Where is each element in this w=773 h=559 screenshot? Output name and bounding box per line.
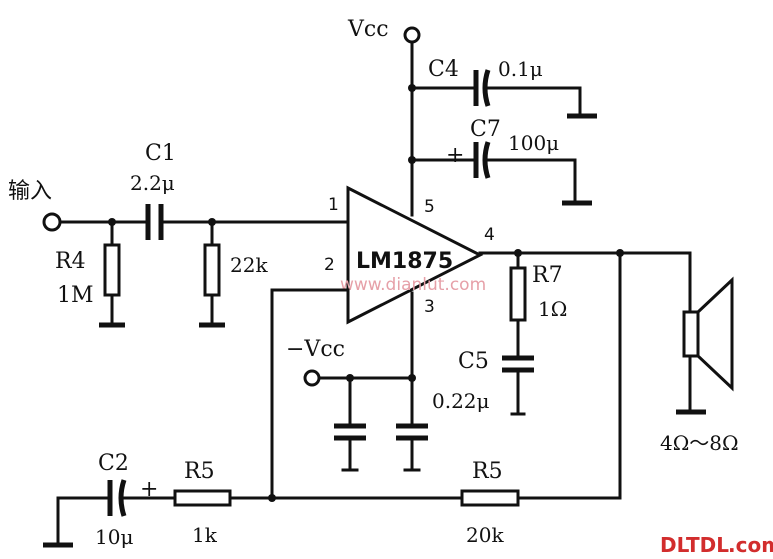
c7-value: 100μ [508,131,559,155]
c1-value: 2.2μ [130,171,175,195]
input-label: 输入 [8,179,52,204]
c7-capacitor [410,141,592,206]
r4-value: 1M [57,283,94,308]
pin-3-label: 3 [424,297,435,317]
c5-value: 0.22μ [432,389,490,413]
neg-vcc-terminal [303,369,321,387]
c5-ref: C5 [458,349,489,374]
c5-capacitor [502,355,534,416]
lm1875-amplifier [346,185,484,325]
r4-resistor [99,220,125,328]
c1-capacitor [145,204,350,240]
neg-bypass-cap-1 [334,376,366,472]
r4-ref: R4 [55,249,86,274]
r22k-resistor [199,220,225,328]
pin-1-label: 1 [328,195,339,215]
speaker-impedance: 4Ω～8Ω [660,431,739,455]
input-terminal [42,212,62,232]
c7-plus: + [446,143,464,168]
brand-main: DLTDL [660,533,729,557]
r7-ref: R7 [532,263,563,288]
neg-vcc-label: −Vcc [286,337,345,362]
r5-20k-resistor [270,251,622,507]
pin-4-label: 4 [484,225,495,245]
r5-1k-resistor [173,489,274,507]
c2-plus: + [140,477,158,502]
pin-2-label: 2 [324,255,335,275]
r5a-value: 1k [192,523,218,547]
watermark: www.dianlut.com [340,275,486,295]
brand-suffix: .com [728,533,773,557]
neg-bypass-cap-2 [396,376,428,472]
r7-value: 1Ω [538,297,567,321]
r7-resistor [509,251,527,360]
vcc-terminal-circle [403,26,421,44]
c1-ref: C1 [145,141,176,166]
r22k-value: 22k [230,253,268,277]
r5b-ref: R5 [472,459,503,484]
vcc-terminal [403,26,421,44]
r5b-value: 20k [466,523,504,547]
c2-capacitor [43,479,177,548]
pin-5-label: 5 [424,197,435,217]
c2-value: 10μ [95,525,133,549]
chip-name: LM1875 [356,249,453,274]
c4-ref: C4 [428,57,459,82]
loudspeaker [676,251,734,415]
junction-dot [616,249,624,257]
c7-ref: C7 [470,117,501,142]
r5a-ref: R5 [184,459,215,484]
c4-value: 0.1μ [498,57,543,81]
site-logo: DLTDL .com [660,533,773,557]
vcc-label: Vcc [347,17,389,42]
c4-capacitor [410,69,597,119]
c2-ref: C2 [98,451,129,476]
